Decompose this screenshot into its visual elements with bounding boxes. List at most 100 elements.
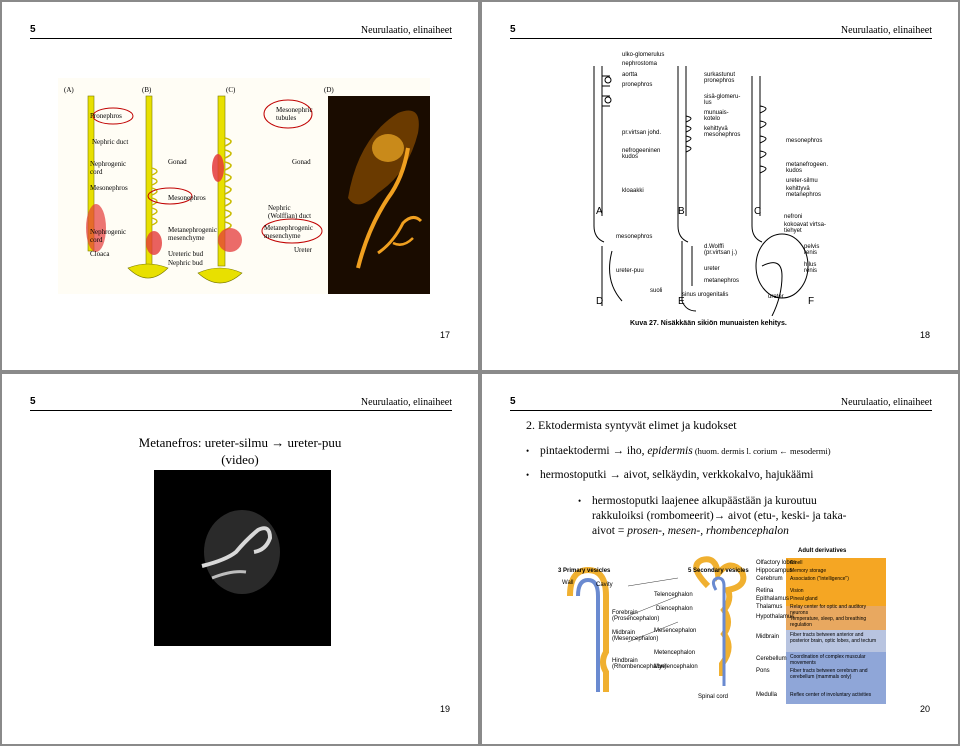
label-ulko-glomerulus: ulko-glomerulus xyxy=(622,52,665,58)
letter-e: E xyxy=(678,296,685,307)
label-cloaca: Cloaca xyxy=(90,250,110,258)
brain-diagram-graphics xyxy=(567,556,886,704)
label-gonad-b: Gonad xyxy=(168,158,187,166)
label-pronephros: pronephros xyxy=(622,82,653,88)
bullet-1-main: pintaektodermi → iho, xyxy=(540,445,648,457)
structure-3: Retina xyxy=(756,588,774,594)
video-player[interactable]: 00:00:00 xyxy=(146,470,331,646)
label-nephric-bud: Nephric bud xyxy=(168,259,203,267)
slide-19: 5 Neurulaatio, elinaiheet Metanefros: ur… xyxy=(2,374,478,744)
label-kehittyva-meta: kehittyvä metanephros xyxy=(786,186,822,198)
label-aortta: aortta xyxy=(622,72,638,78)
letter-a: A xyxy=(596,206,603,217)
letter-f: F xyxy=(808,296,815,307)
label-mesonephric-tubules: Mesonephric tubules xyxy=(276,106,313,122)
label-metanefrogeen: metanefrogeen. kudos xyxy=(786,162,829,174)
panel-letter-a: (A) xyxy=(64,86,74,94)
function-9: Fiber tracts between cerebrum and cerebe… xyxy=(790,668,868,680)
bullet-pintaektodermi: • pintaektodermi → iho, epidermis (huom.… xyxy=(526,445,831,457)
bullet-3-line-3b: prosen-, mesen-, rhombencephalon xyxy=(627,525,789,537)
slide-17: 5 Neurulaatio, elinaiheet xyxy=(2,2,478,370)
function-6: Temperature, sleep, and breathing regula… xyxy=(790,616,867,628)
diagram-telencephalon: Telencephalon xyxy=(654,592,693,598)
label-metanephrogenic-b: Metanephrogenic mesenchyme xyxy=(168,226,217,242)
label-ureter-puu: ureter-puu xyxy=(616,268,644,274)
diagram-wall: Wall xyxy=(562,580,574,586)
function-2: Association ("intelligence") xyxy=(790,576,849,582)
slide-title-line-1: Metanefros: ureter-silmu → ureter-puu xyxy=(138,435,342,450)
label-gonad-c: Gonad xyxy=(292,158,311,166)
label-hilus: hilus renis xyxy=(804,262,818,274)
kidney-development-figure xyxy=(58,78,430,294)
structure-9: Pons xyxy=(756,668,770,674)
panel-letter-d: (D) xyxy=(324,86,334,94)
diagram-midbrain: Midbrain (Mesencephalon) xyxy=(612,630,659,642)
diagram-metencephalon: Metencephalon xyxy=(654,650,696,656)
function-8: Coordination of complex muscular movemen… xyxy=(790,654,866,666)
label-kloaakki: kloaakki xyxy=(622,188,644,194)
video-frame xyxy=(201,510,280,594)
slide-header: 5 Neurulaatio, elinaiheet xyxy=(30,396,452,411)
bullet-1-italic: epidermis xyxy=(647,445,693,457)
diagram-hindbrain: Hindbrain (Rhombencephalon) xyxy=(612,658,667,670)
function-5: Relay center for optic and auditory neur… xyxy=(790,604,867,616)
diagram-mesencephalon: Mesencephalon xyxy=(654,628,697,634)
diagram-cavity: Cavity xyxy=(596,582,613,588)
diagram-secondary-vesicles: 5 Secondary vesicles xyxy=(688,568,749,574)
diagram-spinal-cord: Spinal cord xyxy=(698,694,729,700)
structure-2: Cerebrum xyxy=(756,576,783,582)
label-mesonephros-d: mesonephros xyxy=(616,234,653,240)
page-number: 19 xyxy=(439,704,450,714)
header-title: Neurulaatio, elinaiheet xyxy=(840,397,932,408)
label-pronephros: Pronephros xyxy=(90,112,122,120)
label-sisa-glomerulus: sisä-glomeru-lus xyxy=(704,94,741,106)
header-number: 5 xyxy=(30,24,36,35)
label-mesonephros-c: mesonephros xyxy=(786,138,823,144)
label-nephrostoma: nephrostoma xyxy=(622,61,658,67)
section-heading: 2. Ektodermista syntyvät elimet ja kudok… xyxy=(526,418,737,432)
slide-title-line-2: (video) xyxy=(221,452,259,467)
header-number: 5 xyxy=(30,396,36,407)
slide-title: Metanefros: ureter-silmu → ureter-puu (v… xyxy=(2,434,478,468)
slide-header: 5 Neurulaatio, elinaiheet xyxy=(510,24,932,39)
label-ureteric-bud: Ureteric bud xyxy=(168,250,204,258)
header-title: Neurulaatio, elinaiheet xyxy=(360,25,452,36)
label-d-wolffi: d.Wolffi (pr.virtsan j.) xyxy=(704,244,738,256)
letter-d: D xyxy=(596,296,604,307)
bullet-3-line-3a: aivot = xyxy=(592,525,628,537)
bullet-hermostoputki: • hermostoputki → aivot, selkäydin, verk… xyxy=(526,469,814,481)
bullet-1-note: (huom. dermis l. corium ← mesodermi) xyxy=(692,446,831,456)
diagram-myelencephalon: Myelencephalon xyxy=(654,664,698,670)
structure-6: Hypothalamus xyxy=(756,614,795,620)
function-0: Smell xyxy=(790,560,803,566)
label-nephric-duct: Nephric duct xyxy=(92,138,129,146)
structure-4: Epithalamus xyxy=(756,596,790,602)
structure-5: Thalamus xyxy=(756,604,783,610)
slide-18: 5 Neurulaatio, elinaiheet ulko-glomerulu… xyxy=(482,2,958,370)
header-number: 5 xyxy=(510,396,516,407)
label-nephrogenic-cord-2: Nephrogenic cord xyxy=(90,228,127,244)
diagram-adult-derivatives: Adult derivatives xyxy=(798,548,847,554)
header-title: Neurulaatio, elinaiheet xyxy=(360,397,452,408)
structure-10: Medulla xyxy=(756,692,778,698)
diagram-primary-vesicles: 3 Primary vesicles xyxy=(558,568,611,574)
kidney-stages-line-drawing xyxy=(593,66,809,316)
structure-8: Cerebellum xyxy=(756,656,787,662)
label-nefrogeeninen: nefrogeeninen kudos xyxy=(622,148,661,160)
function-7: Fiber tracts between anterior and poster… xyxy=(790,632,877,644)
function-4: Pineal gland xyxy=(790,596,818,602)
brain-vesicle-diagram: Adult derivatives 3 Primary vesicles 5 S… xyxy=(558,546,886,704)
page-number: 20 xyxy=(919,704,930,714)
label-nephric-wolffian: Nephric (Wolffian) duct xyxy=(268,204,312,220)
structure-7: Midbrain xyxy=(756,634,780,640)
header-number: 5 xyxy=(510,24,516,35)
letter-b: B xyxy=(678,206,685,217)
label-kokoavat: kokoavat virtsa-tiehyet xyxy=(784,222,827,234)
label-nephrogenic-cord-1: Nephrogenic cord xyxy=(90,160,127,176)
label-ureter-f: ureter xyxy=(768,294,784,300)
label-ureter: Ureter xyxy=(294,246,312,254)
label-munuaiskotelo: munuais-kotelo xyxy=(704,110,729,122)
structure-1: Hippocampus xyxy=(756,568,793,574)
panel-letter-b: (B) xyxy=(142,86,152,94)
structure-0: Olfactory lobes xyxy=(756,560,797,566)
